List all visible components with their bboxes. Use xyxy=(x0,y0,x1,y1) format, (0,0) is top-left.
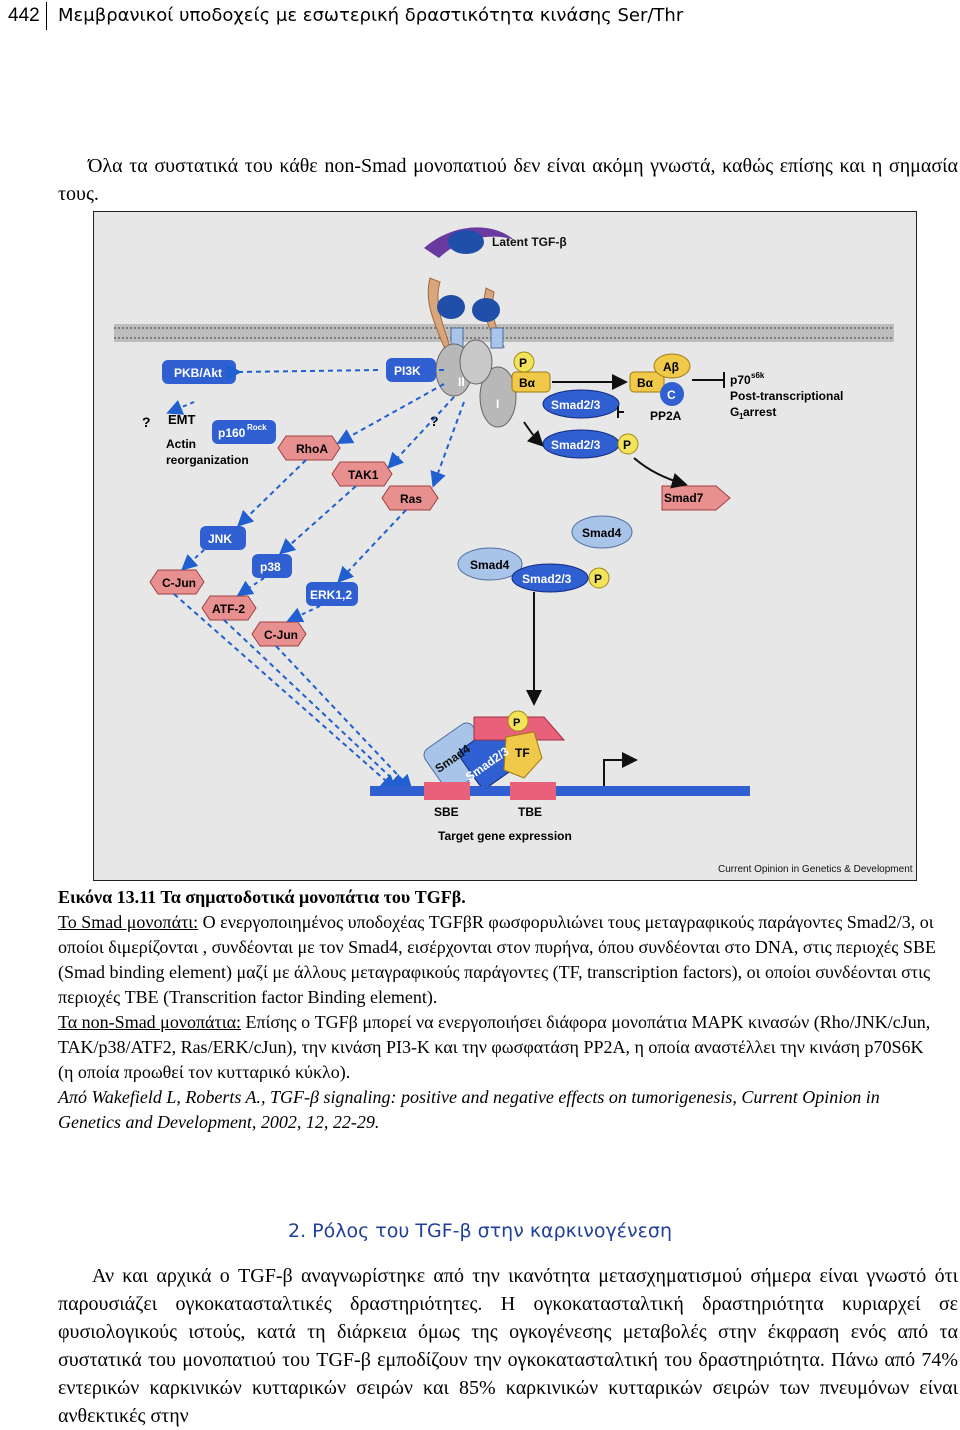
caption-title: Εικόνα 13.11 Τα σηματοδοτικά μονοπάτια τ… xyxy=(58,887,466,907)
nuclear-complex xyxy=(423,710,566,792)
page-number: 442 xyxy=(8,5,40,26)
s6k-superscript: s6k xyxy=(751,371,765,380)
p38-label: p38 xyxy=(260,560,281,574)
a-beta-label: Aβ xyxy=(663,360,679,374)
emt-label: EMT xyxy=(168,412,196,427)
phospho-p-4: P xyxy=(513,717,520,729)
receptor-ii-label: II xyxy=(458,375,465,389)
latent-tgfb-shape xyxy=(424,227,514,258)
caption-reference: Από Wakefield L, Roberts A., TGF-β signa… xyxy=(58,1087,880,1132)
smad7-label: Smad7 xyxy=(664,491,704,505)
chapter-title: Μεμβρανικοί υποδοχείς με εσωτερική δραστ… xyxy=(58,5,684,26)
header-divider xyxy=(46,2,47,30)
question-mark-1: ? xyxy=(142,414,151,430)
signaling-figure: Latent TGF-β II I P Bα Smad2/3 Smad2/3 P xyxy=(93,211,917,881)
nonsmad-pathway-text: Επίσης ο TGFβ μπορεί να ενεργοποιήσει δι… xyxy=(58,1012,931,1082)
b-alpha-label: Bα xyxy=(519,376,536,390)
tbe-label: TBE xyxy=(518,805,542,819)
b-alpha-label-2: Bα xyxy=(637,376,654,390)
atf2-label: ATF-2 xyxy=(212,602,245,616)
rock-superscript: Rock xyxy=(247,423,267,432)
g1-subscript: 1 xyxy=(739,412,744,421)
tf-label: TF xyxy=(515,746,530,760)
latent-tgfb-label: Latent TGF-β xyxy=(492,235,567,249)
phospho-p-2: P xyxy=(623,438,631,452)
smad23-label-3: Smad2/3 xyxy=(522,572,572,586)
phospho-p-1: P xyxy=(519,356,527,370)
phospho-p-3: P xyxy=(594,572,602,586)
reorganization-label: reorganization xyxy=(166,453,249,467)
p70-label: p70 xyxy=(730,373,751,387)
tak1-label: TAK1 xyxy=(348,468,379,482)
actin-label: Actin xyxy=(166,437,196,451)
rhoa-label: RhoA xyxy=(296,442,328,456)
target-gene-label: Target gene expression xyxy=(438,829,572,843)
smad23-label-2: Smad2/3 xyxy=(551,438,601,452)
smad-pathway-label: Το Smad μονοπάτι: xyxy=(58,912,199,932)
arrest-label: arrest xyxy=(743,405,776,419)
question-mark-2: ? xyxy=(430,413,439,429)
body-paragraph: Αν και αρχικά ο TGF-β αναγνωρίστηκε από … xyxy=(58,1265,958,1427)
dna-strand xyxy=(370,786,750,796)
p160-label: p160 xyxy=(218,426,246,440)
smad23-label-1: Smad2/3 xyxy=(551,398,601,412)
c-subunit-label: C xyxy=(667,388,676,402)
cjun-label-1: C-Jun xyxy=(162,576,196,590)
tgfb-ligand xyxy=(448,230,484,254)
pathway-diagram: Latent TGF-β II I P Bα Smad2/3 Smad2/3 P xyxy=(114,227,913,875)
nonsmad-pathway-label: Τα non-Smad μονοπάτια: xyxy=(58,1012,241,1032)
cjun-label-2: C-Jun xyxy=(264,628,298,642)
caption-smad-paragraph: Το Smad μονοπάτι: Ο ενεργοποιημένος υποδ… xyxy=(58,910,938,1010)
pp2a-label: PP2A xyxy=(650,409,682,423)
ras-label: Ras xyxy=(400,492,422,506)
pi3k-label: PI3K xyxy=(394,364,421,378)
cell-membrane xyxy=(114,324,894,342)
smad4-label-2: Smad4 xyxy=(470,558,510,572)
transcription-start-arrow xyxy=(603,752,638,786)
tbe-site xyxy=(510,782,556,800)
receptor-complex xyxy=(427,277,517,428)
smad-pathway-text: Ο ενεργοποιημένος υποδοχέας TGFβR φωσφορ… xyxy=(58,912,936,1007)
caption-nonsmad-paragraph: Τα non-Smad μονοπάτια: Επίσης ο TGFβ μπο… xyxy=(58,1010,938,1085)
page-header: 442 Μεμβρανικοί υποδοχείς με εσωτερική δ… xyxy=(0,0,960,34)
figure-caption: Εικόνα 13.11 Τα σηματοδοτικά μονοπάτια τ… xyxy=(58,885,938,1135)
jnk-label: JNK xyxy=(208,532,232,546)
section-heading: 2. Ρόλος του TGF-β στην καρκινογένεση xyxy=(288,1220,672,1242)
sbe-label: SBE xyxy=(434,805,459,819)
g1-label: G xyxy=(730,405,739,419)
erk12-label: ERK1,2 xyxy=(310,588,352,602)
post-transcriptional-label: Post-transcriptional xyxy=(730,389,843,403)
figure-credit: Current Opinion in Genetics & Developmen… xyxy=(718,864,913,875)
sbe-site xyxy=(424,782,470,800)
intro-paragraph: Όλα τα συστατικά του κάθε non-Smad μονοπ… xyxy=(58,155,958,205)
pkb-akt-label: PKB/Akt xyxy=(174,366,222,380)
smad4-label-1: Smad4 xyxy=(582,526,622,540)
receptor-i-label: I xyxy=(496,397,499,411)
